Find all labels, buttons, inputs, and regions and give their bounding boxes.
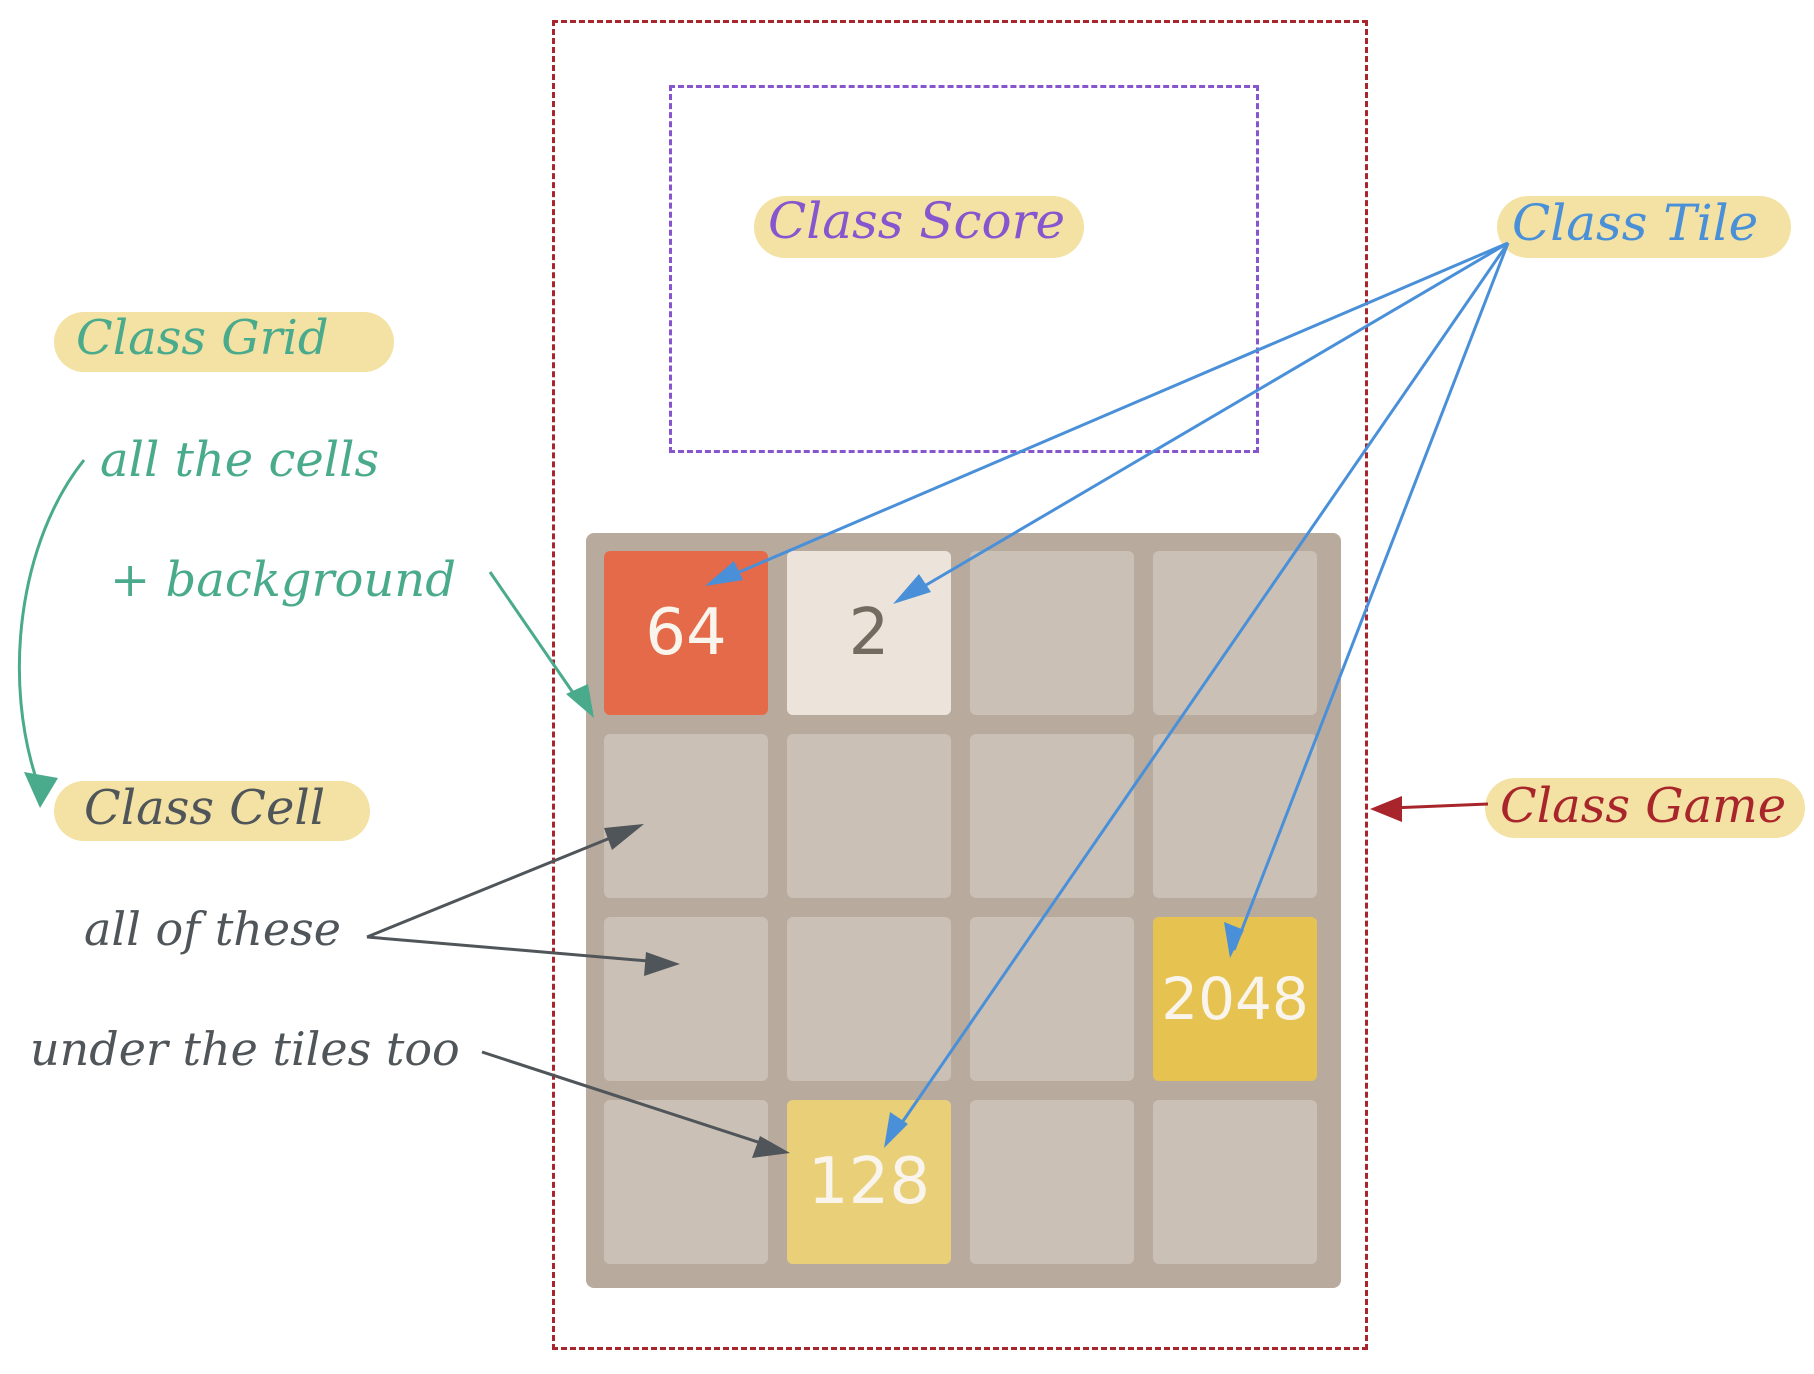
tile-value: 2048 [1161, 965, 1309, 1033]
cell [1153, 734, 1317, 898]
cell-note-all: all of these [84, 902, 341, 956]
arrowhead [604, 824, 644, 850]
cell-label: Class Cell [84, 780, 326, 836]
arrowhead [884, 1112, 908, 1148]
grid-arrowheads [24, 684, 594, 808]
arrow-to-tile-2 [903, 241, 1509, 600]
cell-arrowheads [604, 824, 790, 1158]
arrow-to-tile-64 [715, 241, 1509, 584]
cell [604, 917, 768, 1081]
cell [970, 917, 1134, 1081]
tile-128: 128 [787, 1100, 951, 1264]
arrowhead [705, 561, 743, 586]
arrow-grid-to-cell [17, 459, 86, 791]
grid-label: Class Grid [76, 310, 329, 366]
game-arrow [1391, 802, 1489, 810]
arrowhead [893, 574, 931, 604]
arrow-to-cell-row2 [366, 832, 621, 939]
arrowhead [1224, 922, 1244, 958]
grid-label-highlight [54, 312, 394, 372]
arrow-to-cell-row3 [366, 935, 661, 964]
grid: 64 2 2048 128 [586, 533, 1341, 1288]
game-boundary [552, 20, 1368, 1350]
cell [604, 1100, 768, 1264]
tile-arrows [715, 241, 1510, 1141]
grid-note-background: + background [110, 552, 456, 608]
arrowhead [1370, 796, 1402, 822]
grid-arrows [17, 459, 580, 791]
cell-note-under-tiles: under the tiles too [30, 1022, 460, 1076]
arrow-to-tile-128 [888, 242, 1510, 1141]
tile-arrowheads [705, 561, 1244, 1148]
tile-label: Class Tile [1512, 194, 1759, 252]
cell-arrows [366, 832, 771, 1148]
tile-value: 64 [645, 596, 727, 670]
cell [970, 1100, 1134, 1264]
cell [604, 734, 768, 898]
tile-label-highlight [1497, 196, 1791, 258]
arrowhead [644, 952, 680, 976]
arrowhead [752, 1136, 790, 1158]
arrow-to-cell-under-tile [481, 1050, 771, 1148]
tile-64: 64 [604, 551, 768, 715]
score-boundary [669, 85, 1259, 453]
tile-value: 128 [807, 1145, 931, 1219]
cell [787, 917, 951, 1081]
game-label-highlight [1485, 778, 1805, 838]
tile-2: 2 [787, 551, 951, 715]
cell [970, 734, 1134, 898]
score-label: Class Score [768, 192, 1066, 250]
cell-label-highlight [54, 781, 370, 841]
tile-value: 2 [848, 596, 890, 670]
cell [1153, 1100, 1317, 1264]
score-label-highlight [754, 196, 1084, 258]
game-label: Class Game [1500, 778, 1787, 834]
cell [970, 551, 1134, 715]
cell [1153, 551, 1317, 715]
grid-note-cells: all the cells [100, 432, 380, 488]
arrowhead [24, 772, 58, 808]
arrow-to-tile-2048 [1232, 242, 1510, 951]
arrowhead [566, 684, 594, 718]
arrow-to-grid-background [488, 571, 580, 701]
cell [787, 734, 951, 898]
